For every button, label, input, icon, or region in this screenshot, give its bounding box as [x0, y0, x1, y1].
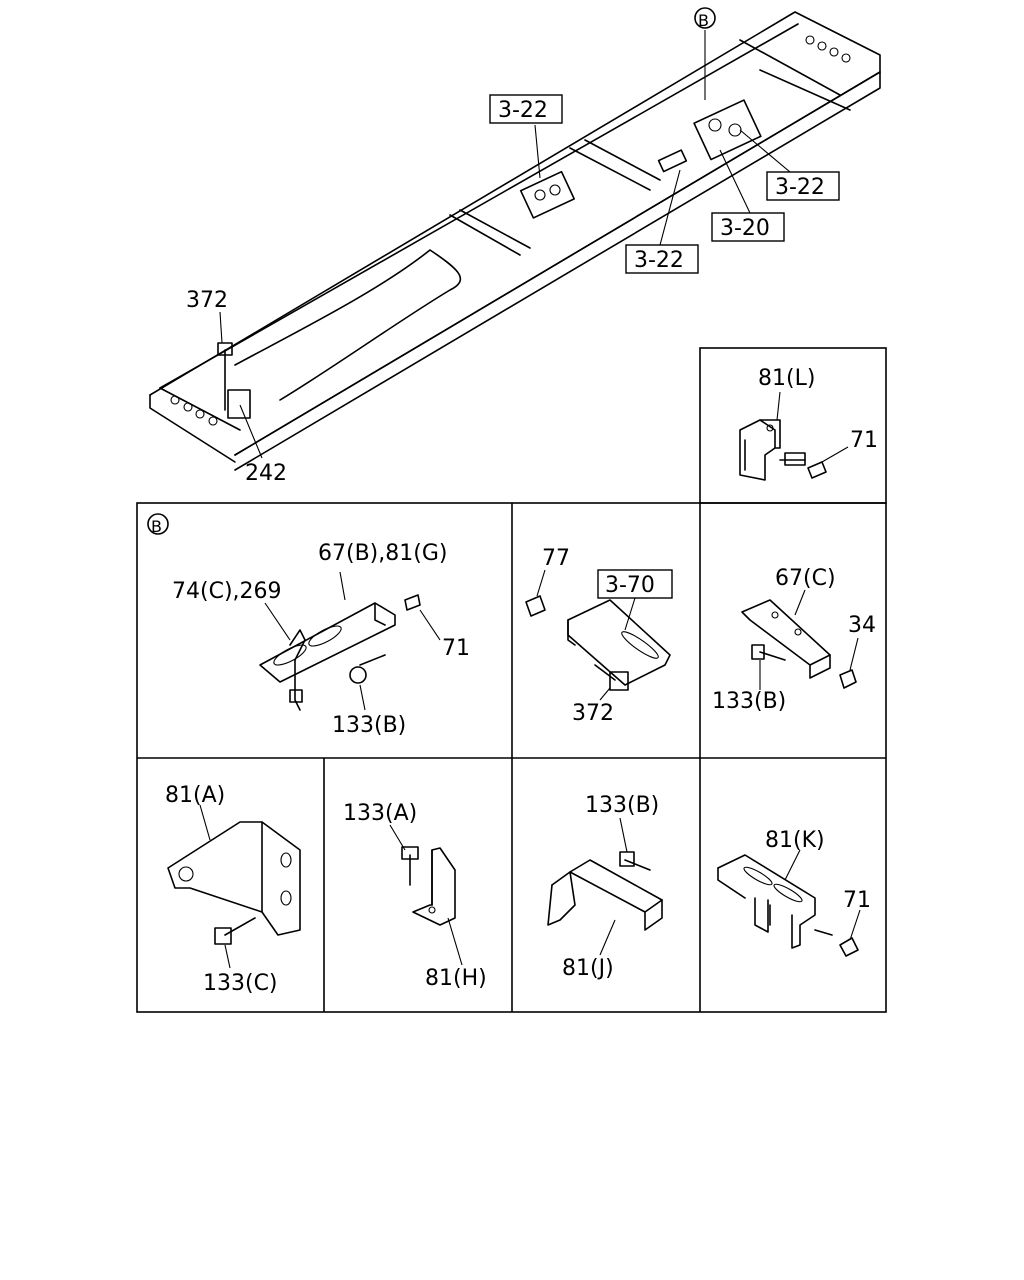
label-81K: 81(K)	[765, 828, 825, 853]
ref-label-3-70: 3-70	[605, 573, 655, 598]
label-77: 77	[542, 546, 570, 571]
label-71-top: 71	[850, 428, 878, 453]
chassis-frame	[149, 11, 881, 471]
ref-box-d	[625, 244, 699, 274]
b-marker-detail	[147, 513, 169, 535]
ref-label-d: 3-22	[634, 248, 684, 273]
ref-box-3-70	[597, 569, 673, 599]
panel-67C: 67(C) 34 133(B)	[712, 566, 876, 714]
label-67C: 67(C)	[775, 566, 836, 591]
label-81L: 81(L)	[758, 366, 815, 391]
label-74C-269: 74(C),269	[172, 579, 282, 604]
label-34: 34	[848, 613, 876, 638]
panel-81J: 133(B) 81(J)	[547, 793, 663, 981]
panel-81H: 133(A) 81(H)	[343, 801, 487, 991]
label-133B-b: 133(B)	[332, 713, 406, 738]
panel-81L: 81(L) 71	[739, 366, 878, 481]
label-81H: 81(H)	[425, 966, 487, 991]
panel-81A: 81(A) 133(C)	[165, 783, 301, 996]
panel-detail-b: B 67(B),81(G) 74(C),269 71 133(B)	[147, 513, 470, 738]
label-71-b: 71	[442, 636, 470, 661]
panel-grid	[136, 347, 887, 1013]
label-133A: 133(A)	[343, 801, 417, 826]
panel-81K: 81(K) 71	[717, 828, 871, 957]
ref-box-c	[711, 212, 785, 242]
b-marker-label: B	[698, 11, 709, 30]
ref-box-b	[766, 171, 840, 201]
b-marker-detail-label: B	[151, 517, 162, 536]
label-67B-81G: 67(B),81(G)	[318, 541, 447, 566]
ref-box-a	[489, 94, 563, 124]
panel-3-70: 3-70 77 372	[525, 546, 673, 726]
ref-label-a: 3-22	[498, 98, 548, 123]
ref-label-b: 3-22	[775, 175, 825, 200]
label-133B-j: 133(B)	[585, 793, 659, 818]
label-242: 242	[245, 461, 287, 486]
label-372-frame: 372	[186, 288, 228, 313]
label-372-panel: 372	[572, 701, 614, 726]
b-marker-circle	[694, 7, 716, 29]
ref-label-c: 3-20	[720, 216, 770, 241]
label-71-k: 71	[843, 888, 871, 913]
label-81J: 81(J)	[562, 956, 614, 981]
label-133B-mid: 133(B)	[712, 689, 786, 714]
label-133C: 133(C)	[203, 971, 278, 996]
label-81A: 81(A)	[165, 783, 225, 808]
